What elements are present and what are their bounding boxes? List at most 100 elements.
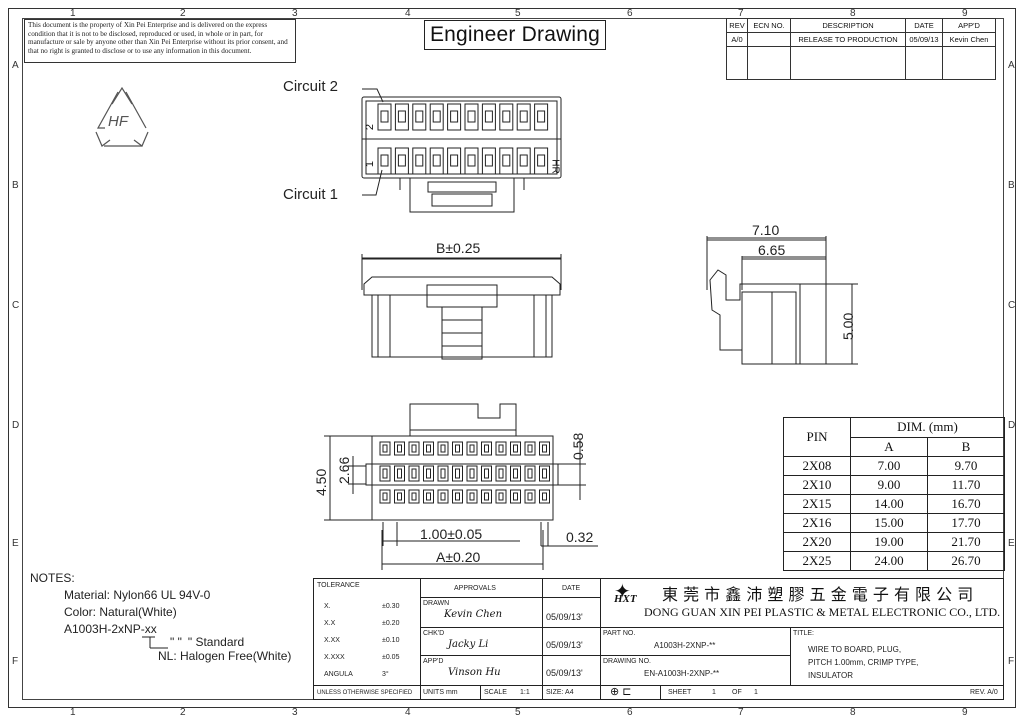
tolerance-value: ±0.20 <box>382 620 400 627</box>
note-part: A1003H-2xNP-xx <box>64 622 157 636</box>
bottom-contact <box>469 468 475 479</box>
dim-0-58: 0.58 <box>570 432 586 460</box>
drawing-no-label: DRAWING NO. <box>603 658 651 665</box>
pin-count: 2X15 <box>783 494 851 514</box>
title-line-2: PITCH 1.00mm, CRIMP TYPE, <box>808 658 919 667</box>
tolerance-key: X.XX <box>324 637 340 644</box>
bottom-contact <box>527 444 533 453</box>
top-contact <box>484 154 493 167</box>
col-b-header: B <box>927 436 1005 457</box>
top-contact <box>484 110 493 123</box>
dim-7-10: 7.10 <box>752 222 780 238</box>
note-standard: " "" Standard <box>30 635 291 649</box>
top-contact <box>519 154 528 167</box>
bottom-contact <box>513 492 518 501</box>
bottom-view <box>324 403 598 570</box>
dim-pitch: 1.00±0.05 <box>420 526 483 542</box>
dim-5-00: 5.00 <box>840 312 856 340</box>
bottom-contact <box>513 468 518 479</box>
bottom-contact <box>498 492 504 501</box>
bottom-contact <box>484 492 489 501</box>
top-cavity <box>412 147 427 175</box>
top-contact <box>467 154 476 167</box>
top-cavity <box>481 147 496 175</box>
tolerance-value: 3° <box>382 671 389 678</box>
bottom-cavity <box>423 441 434 456</box>
bottom-contact <box>426 468 431 479</box>
notes-heading: NOTES: <box>30 571 75 585</box>
bottom-contact <box>469 492 475 501</box>
tolerance-key: X.XXX <box>324 654 345 661</box>
circuit-2-label: Circuit 2 <box>283 78 339 95</box>
dim-4-50: 4.50 <box>313 468 329 496</box>
bottom-contact <box>397 444 402 453</box>
bottom-cavity <box>481 489 492 504</box>
pin-count: 2X25 <box>783 551 851 571</box>
zone-col-1-bottom: 1 <box>70 707 76 718</box>
zone-col-8-bottom: 8 <box>850 707 856 718</box>
bottom-contact <box>426 492 431 501</box>
bottom-contact <box>440 492 446 501</box>
zone-col-3-top: 3 <box>292 8 298 19</box>
top-contact <box>537 110 546 123</box>
tolerance-value: ±0.30 <box>382 603 400 610</box>
bottom-cavity <box>379 441 391 456</box>
dim-a-value: 7.00 <box>850 456 928 476</box>
drawing-title: Engineer Drawing <box>424 20 606 50</box>
checked-date: 05/09/13' <box>546 640 583 650</box>
top-cavity <box>534 103 549 131</box>
bottom-contact <box>527 468 533 479</box>
title-line-1: WIRE TO BOARD, PLUG, <box>808 645 902 654</box>
zone-row-B-right: B <box>1008 180 1015 191</box>
circuit-1-mark: 1 <box>364 160 377 168</box>
bottom-cavity <box>423 465 434 482</box>
bottom-cavity <box>452 465 463 482</box>
drawing-border <box>8 8 1016 708</box>
zone-row-E-right: E <box>1008 538 1015 549</box>
bottom-contact <box>426 444 431 453</box>
dim-b-value: 16.70 <box>927 494 1005 514</box>
top-contact <box>397 154 406 167</box>
units-label: UNITS mm <box>423 689 458 696</box>
top-contact <box>537 154 546 167</box>
tolerance-value: ±0.05 <box>382 654 400 661</box>
top-contact <box>415 110 424 123</box>
dim-b-value: 9.70 <box>927 456 1005 476</box>
date-label: DATE <box>562 585 581 592</box>
property-notice: This document is the property of Xin Pei… <box>24 19 296 63</box>
bottom-cavity <box>495 465 507 482</box>
zone-row-D-left: D <box>12 420 20 431</box>
zone-row-F-left: F <box>12 656 19 667</box>
bottom-cavity <box>539 489 550 504</box>
pin-count: 2X16 <box>783 513 851 533</box>
dim-2-66: 2.66 <box>336 456 352 484</box>
bottom-cavity <box>524 441 536 456</box>
note-standard-text: " Standard <box>187 635 245 649</box>
zone-col-7-bottom: 7 <box>738 707 744 718</box>
front-view <box>361 254 562 360</box>
dim-b-value: 17.70 <box>927 513 1005 533</box>
bottom-cavity <box>466 465 478 482</box>
top-cavity <box>499 147 514 175</box>
bottom-cavity <box>466 489 478 504</box>
bottom-cavity <box>408 441 420 456</box>
bottom-cavity <box>394 489 405 504</box>
bottom-cavity <box>481 465 492 482</box>
revision-table: REV ECN NO. DESCRIPTION DATE APP'D A/0 R… <box>726 18 996 80</box>
top-contact <box>380 110 389 123</box>
scale-label: SCALE <box>484 689 507 696</box>
top-contact <box>432 154 441 167</box>
bottom-cavity <box>452 489 463 504</box>
pin-count: 2X08 <box>783 456 851 476</box>
approved-signature: Vinson Hu <box>448 667 501 678</box>
side-view <box>706 236 858 365</box>
zone-row-C-right: C <box>1008 300 1016 311</box>
bottom-cavity <box>452 441 463 456</box>
note-halogen-free: NL: Halogen Free(White) <box>158 649 292 663</box>
top-cavity <box>394 103 409 131</box>
